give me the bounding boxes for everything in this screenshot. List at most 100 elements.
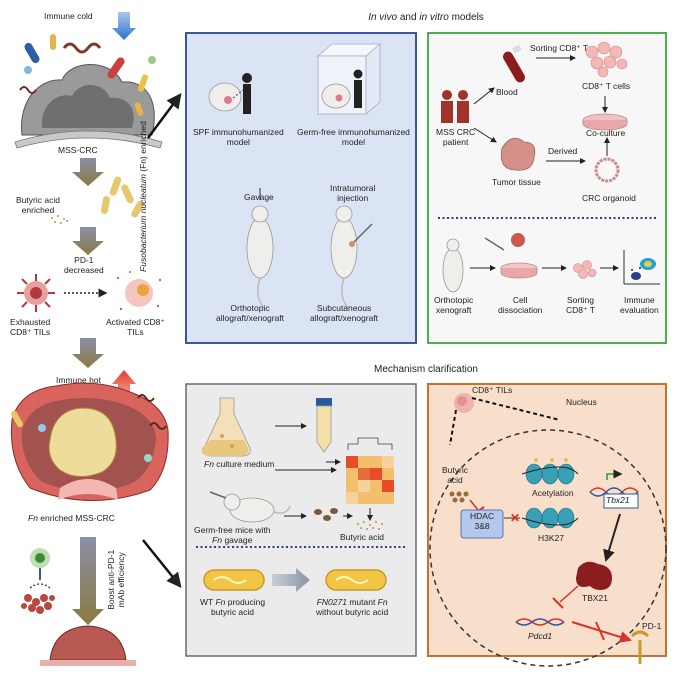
organoid-icon [594,157,620,183]
fn-enriched-label: Fusobacterium nucleatum (Fn) enriched [138,121,149,272]
mutant-fn-label: FN0271 mutant Fn without butyric acid [316,597,389,617]
nucleosome-icons [521,458,579,529]
models-header: In vivo and in vitro models [368,12,484,23]
in-vivo-models-panel [185,32,417,344]
tbx21-gene-label: Tbx21 [606,495,630,505]
cd8-tils-label: CD8⁺ TILs [472,385,513,395]
metabolomics-heatmap-icon [346,437,394,504]
xenograft-mouse-icon [442,238,464,293]
in-vitro-models-panel [427,32,667,344]
dissociation-dish-icon [500,262,538,279]
activated-label: Activated CD8⁺TILs [106,317,165,337]
nucleus-label: Nucleus [566,397,597,407]
cd8-cells-label: CD8⁺ T cells [582,81,631,91]
fn-mss-crc-label: Fn enriched MSS-CRC [28,513,115,523]
tbx21-protein-icon [576,561,612,590]
zoom-line-2 [471,397,561,421]
syringe-tissue-icon [484,233,525,251]
anti-pd1-illustration [21,548,55,614]
germ-free-mouse-box-icon [316,43,382,115]
sorted-cells-icon [573,260,597,279]
immune-hot-label: Immune hot [56,375,101,385]
gf-mice-label: Germ-free mice with Fn gavage [194,525,271,545]
immune-cold-arrow [112,12,136,40]
pd1-receptor-icon [630,630,650,664]
wt-fn-bacterium-icon [203,569,265,591]
patient-to-blood-arrow [473,87,495,105]
organoid-label: CRC organoid [582,193,636,203]
butyric-inhibits-hdac [469,499,479,511]
shrunk-tumor-illustration [40,625,136,666]
patient-icons [441,90,469,123]
mss-crc-label: MSS-CRC [58,145,98,155]
h3k27-label: H3K27 [538,533,564,543]
mutant-fn-bacterium-icon [325,569,387,591]
blood-tube-icon [503,44,525,83]
arrow-boost [72,537,104,625]
pdcd1-label: Pdcd1 [528,631,553,641]
arrow-to-butyric [72,158,104,186]
tumor-tissue-label: Tumor tissue [492,177,541,187]
pd1-block-bar [595,621,605,641]
hdac-box [460,509,504,539]
patient-to-tissue-arrow [473,127,497,143]
nucleus-outline [429,429,667,667]
mss-crc-tumor-illustration [14,34,163,149]
zoom-line-1 [449,409,457,446]
tbx21-protein-label: TBX21 [582,593,608,603]
pdcd1-dna-icon [515,618,565,626]
acetylation-label: Acetylation [532,488,574,498]
immune-cold-label: Immune cold [44,11,93,21]
arrow-to-models [146,92,182,139]
gavage-mouse-icon [246,188,274,309]
butyric-mech-label: Butyric acid [340,532,384,542]
wt-to-mutant-arrow [272,568,310,592]
tbx21-gene-box [603,493,639,509]
wt-fn-label: WT Fn producing butyric acid [200,597,266,617]
butyric-bacteria-icons [101,176,144,218]
flow-cytometry-plot-icon [623,250,660,285]
butyric-acid-molecules [449,491,469,503]
exhausted-cd8-cell [17,274,55,312]
butyric-dots-mech [357,521,383,530]
gene-to-protein-arrow [603,513,621,562]
arrow-to-mechanism [142,539,182,588]
tbx21-inhibits-pdcd1 [559,585,579,603]
butyric-dots [51,215,68,224]
feces-icon [314,508,338,521]
coculture-dish-icon [582,113,628,131]
hdac-block-x: ✕ [510,511,520,525]
spf-mouse-human-icon [208,73,252,114]
centrifuge-tube-icon [316,398,332,453]
pdcd1-inhibit-bar [552,597,564,609]
coculture-label: Co-culture [586,128,626,138]
cd8-til-cell-icon [454,393,474,413]
gavage-label: Gavage [244,192,274,202]
cd8-cells-cluster-icon [585,41,628,78]
germ-free-mouse-icon [209,491,291,523]
immune-hot-tumor-illustration [10,382,169,501]
arrow-to-immune-hot [72,338,104,368]
arrow-to-pd1 [72,227,104,255]
activated-cd8-cell [116,271,162,311]
culture-flask-icon [201,397,251,457]
derived-label: Derived [548,146,578,156]
sorting-cd8-label: Sorting CD8⁺ T [530,43,589,53]
mechanism-header: Mechanism clarification [374,364,478,375]
